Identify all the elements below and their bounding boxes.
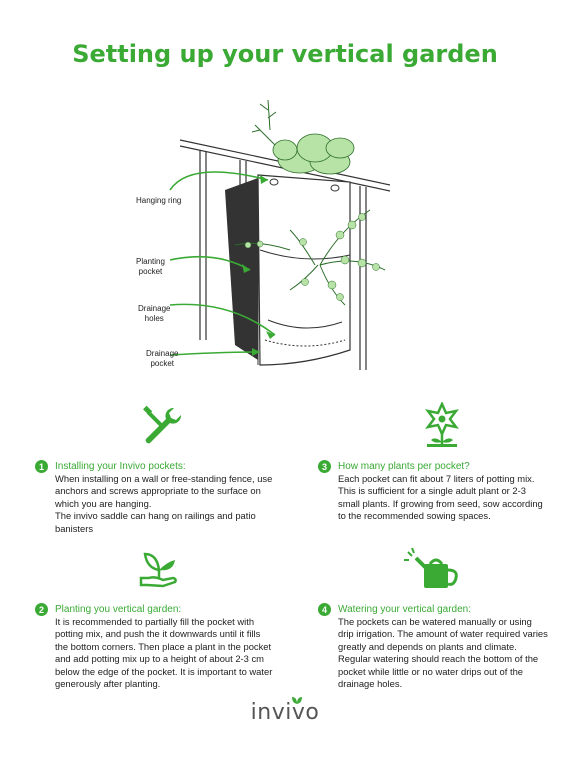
step-number-badge: 2 (35, 603, 48, 616)
step-body: When installing on a wall or free-standi… (55, 473, 273, 534)
leaf-icon (292, 697, 302, 704)
step-title: How many plants per pocket? (338, 460, 470, 472)
hand-seedling-icon (139, 552, 177, 588)
step-2-planting: 2 Planting you vertical garden: It is re… (35, 603, 275, 690)
callout-hanging-ring: Hanging ring (136, 196, 182, 205)
step-number-badge: 4 (318, 603, 331, 616)
step-4-watering: 4 Watering your vertical garden: The poc… (318, 603, 548, 690)
step-title: Watering your vertical garden: (338, 603, 472, 615)
step-body: Each pocket can fit about 7 liters of po… (338, 473, 543, 522)
invivo-logo: invivo (250, 700, 320, 725)
vertical-garden-illustration (169, 99, 391, 370)
flower-icon (425, 402, 459, 447)
wrench-icon (143, 405, 182, 444)
step-3-plants-per-pocket: 3 How many plants per pocket? Each pocke… (318, 460, 548, 523)
step-title: Planting you vertical garden: (55, 603, 182, 615)
step-1-installing: 1 Installing your Invivo pockets: When i… (35, 460, 275, 535)
step-number-badge: 3 (318, 460, 331, 473)
watering-can-icon (404, 547, 458, 588)
step-title: Installing your Invivo pockets: (55, 460, 186, 472)
step-body: It is recommended to partially fill the … (55, 616, 273, 690)
step-body: The pockets can be watered manually or u… (338, 616, 548, 690)
page-title: Setting up your vertical garden (72, 40, 498, 68)
step-number-badge: 1 (35, 460, 48, 473)
